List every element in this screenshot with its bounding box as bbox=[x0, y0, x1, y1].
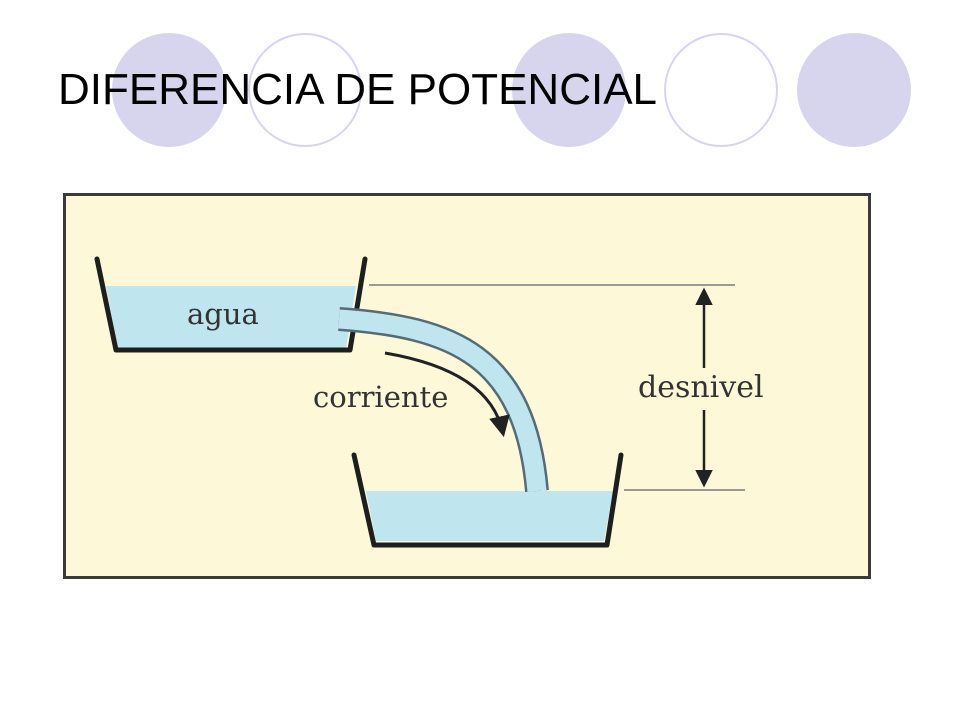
water-label: agua bbox=[187, 297, 259, 331]
lower-tank-water bbox=[366, 491, 613, 541]
decorative-ring bbox=[248, 33, 362, 147]
decorative-ring bbox=[664, 33, 778, 147]
upper-tank bbox=[94, 256, 368, 353]
water-pipe bbox=[338, 309, 547, 492]
upper-tank-water bbox=[106, 286, 356, 348]
slide-title: DIFERENCIA DE POTENCIAL bbox=[58, 65, 658, 114]
potential-difference-diagram: agua corriente desnivel bbox=[63, 193, 871, 579]
decorative-circle bbox=[797, 33, 911, 147]
current-label: corriente bbox=[313, 380, 448, 414]
lower-tank bbox=[351, 452, 624, 548]
height-difference-label: desnivel bbox=[638, 370, 764, 405]
decorative-circle bbox=[112, 33, 226, 147]
arrow-label-gap bbox=[635, 368, 773, 410]
decorative-circle bbox=[512, 33, 626, 147]
current-direction-arrow bbox=[384, 351, 510, 438]
